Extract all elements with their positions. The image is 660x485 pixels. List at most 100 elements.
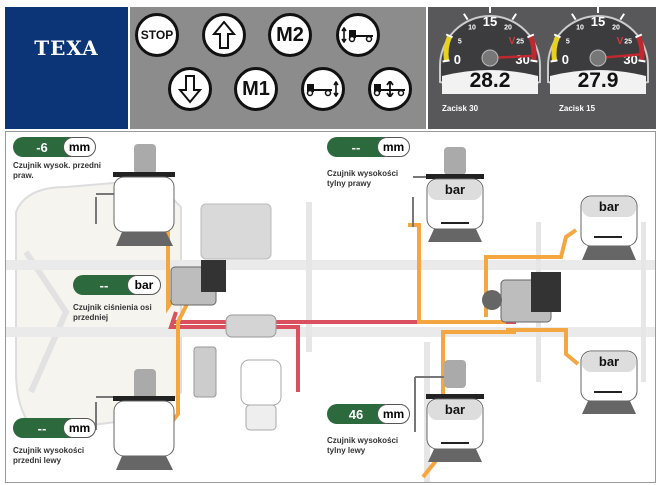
caption-front-axle-pressure: Czujnik ciśnienia osi przedniej (73, 303, 152, 323)
top-bar: TEXA STOP M2 M1 (0, 0, 660, 130)
lower-button[interactable] (168, 67, 212, 111)
stop-icon: STOP (140, 28, 174, 42)
fuel-tank (200, 203, 272, 260)
front-axle-lift-button[interactable] (336, 13, 380, 57)
gauge-tick-label: 0 (454, 52, 461, 67)
gauge-tick-label: 30 (515, 52, 529, 67)
gauge-tick (638, 59, 646, 63)
readout-value: -- (73, 275, 135, 295)
air-bag-pressure-rear-left: bar (444, 402, 466, 417)
gauge-hub (589, 49, 607, 67)
rear-axle-lift-icon (306, 81, 339, 97)
cross-member (306, 202, 312, 352)
gauge-tick (550, 59, 558, 63)
readout-rear-left-height: 46 mm (327, 404, 410, 424)
gauge-tick-label: 10 (468, 24, 476, 31)
condensate-tank (193, 346, 217, 398)
caption-line: Czujnik wysok. przedni (13, 161, 102, 170)
memory-2-button[interactable]: M2 (268, 13, 312, 57)
caption-line: Czujnik wysokości (13, 446, 85, 455)
gauge-tick-label: 25 (624, 39, 632, 46)
gauge-tick (530, 59, 538, 63)
caption-line: przedni lewy (13, 456, 62, 465)
control-panel: STOP M2 M1 (130, 7, 426, 129)
gauge-tick-label: 20 (612, 24, 620, 31)
gauge-tick (571, 13, 577, 21)
gauge-value: 28.2 (469, 69, 511, 92)
readout-front-left-height: -- mm (13, 418, 96, 438)
caption-line: Czujnik wysokości (327, 436, 399, 445)
gauge-readout-area (550, 70, 646, 94)
gauge-tick (511, 13, 517, 21)
air-dryer (240, 359, 282, 406)
gauge-unit: V (509, 36, 516, 47)
gauge-tick-label: 15 (483, 14, 497, 29)
readout-value: -- (13, 418, 71, 438)
gauge-tick (442, 59, 450, 63)
readout-unit: mm (63, 137, 96, 157)
stop-button[interactable]: STOP (135, 13, 179, 57)
readout-value: -6 (13, 137, 71, 157)
memory-1-icon: M1 (242, 77, 270, 100)
gauge-tick-label: 10 (576, 24, 584, 31)
air-bag-pressure-rear-outer-left: bar (598, 354, 620, 369)
air-bag-pressure-rear-outer-right: bar (598, 199, 620, 214)
front-valve-block (170, 260, 226, 306)
gauge-tick-label: 5 (566, 39, 570, 46)
gauge-tick (445, 33, 453, 39)
steering-linkage (23, 250, 70, 394)
leveling-valve (134, 144, 156, 174)
gauge-value: 27.9 (577, 69, 619, 92)
readout-unit: mm (377, 137, 410, 157)
gauge-tick (553, 33, 561, 39)
readout-unit: bar (127, 275, 161, 295)
caption-line: przedniej (73, 313, 109, 322)
suspension-diagram: -6 mm Czujnik wysok. przedni praw. -- ba… (5, 131, 656, 483)
rear-axle-lift-button[interactable] (301, 67, 345, 111)
gauge-unit: V (617, 36, 624, 47)
gauge-label: Zacisk 15 (559, 104, 596, 113)
caption-front-right: Czujnik wysok. przedni praw. (13, 161, 101, 181)
gauge-tick-label: 15 (591, 14, 605, 29)
arrow-down-icon (178, 75, 202, 104)
readout-value: -- (327, 137, 385, 157)
caption-rear-right: Czujnik wysokości tylny prawy (327, 169, 398, 189)
gauge-tick-label: 25 (516, 39, 524, 46)
readout-value: 46 (327, 404, 385, 424)
air-spring-rear-left (426, 394, 484, 462)
raise-button[interactable] (202, 13, 246, 57)
gauge-tick (527, 33, 535, 39)
gauge-readout-area (442, 70, 538, 94)
rear-valve-block (482, 272, 561, 323)
caption-front-left: Czujnik wysokości przedni lewy (13, 446, 84, 466)
logo-text: TEXA (34, 36, 99, 60)
caption-rear-left: Czujnik wysokości tylny lewy (327, 436, 398, 456)
readout-front-axle-pressure: -- bar (73, 275, 161, 295)
gauge-tick-label: 0 (562, 52, 569, 67)
gauge-tick (635, 33, 643, 39)
vehicle-chassis-illustration (6, 144, 655, 482)
arrow-up-icon (212, 20, 236, 49)
chassis-rail (6, 260, 655, 270)
caption-line: tylny lewy (327, 446, 366, 455)
air-spring-rear-outer-left (580, 350, 638, 414)
readout-front-right-height: -6 mm (13, 137, 96, 157)
air-spring-front-left (113, 396, 175, 470)
front-axle-lift-icon (341, 27, 373, 43)
air-spring-rear-right (426, 174, 484, 242)
memory-1-button[interactable]: M1 (234, 67, 278, 111)
both-axles-lift-icon (373, 81, 405, 97)
air-tank (225, 314, 277, 338)
gauge-tick (619, 13, 625, 21)
caption-line: Czujnik ciśnienia osi (73, 303, 152, 312)
air-spring-rear-outer-right (580, 195, 638, 260)
gauge-label: Zacisk 30 (442, 104, 479, 113)
caption-line: tylny prawy (327, 179, 372, 188)
both-axles-lift-button[interactable] (368, 67, 412, 111)
chassis-rail (6, 327, 655, 337)
readout-unit: mm (63, 418, 96, 438)
